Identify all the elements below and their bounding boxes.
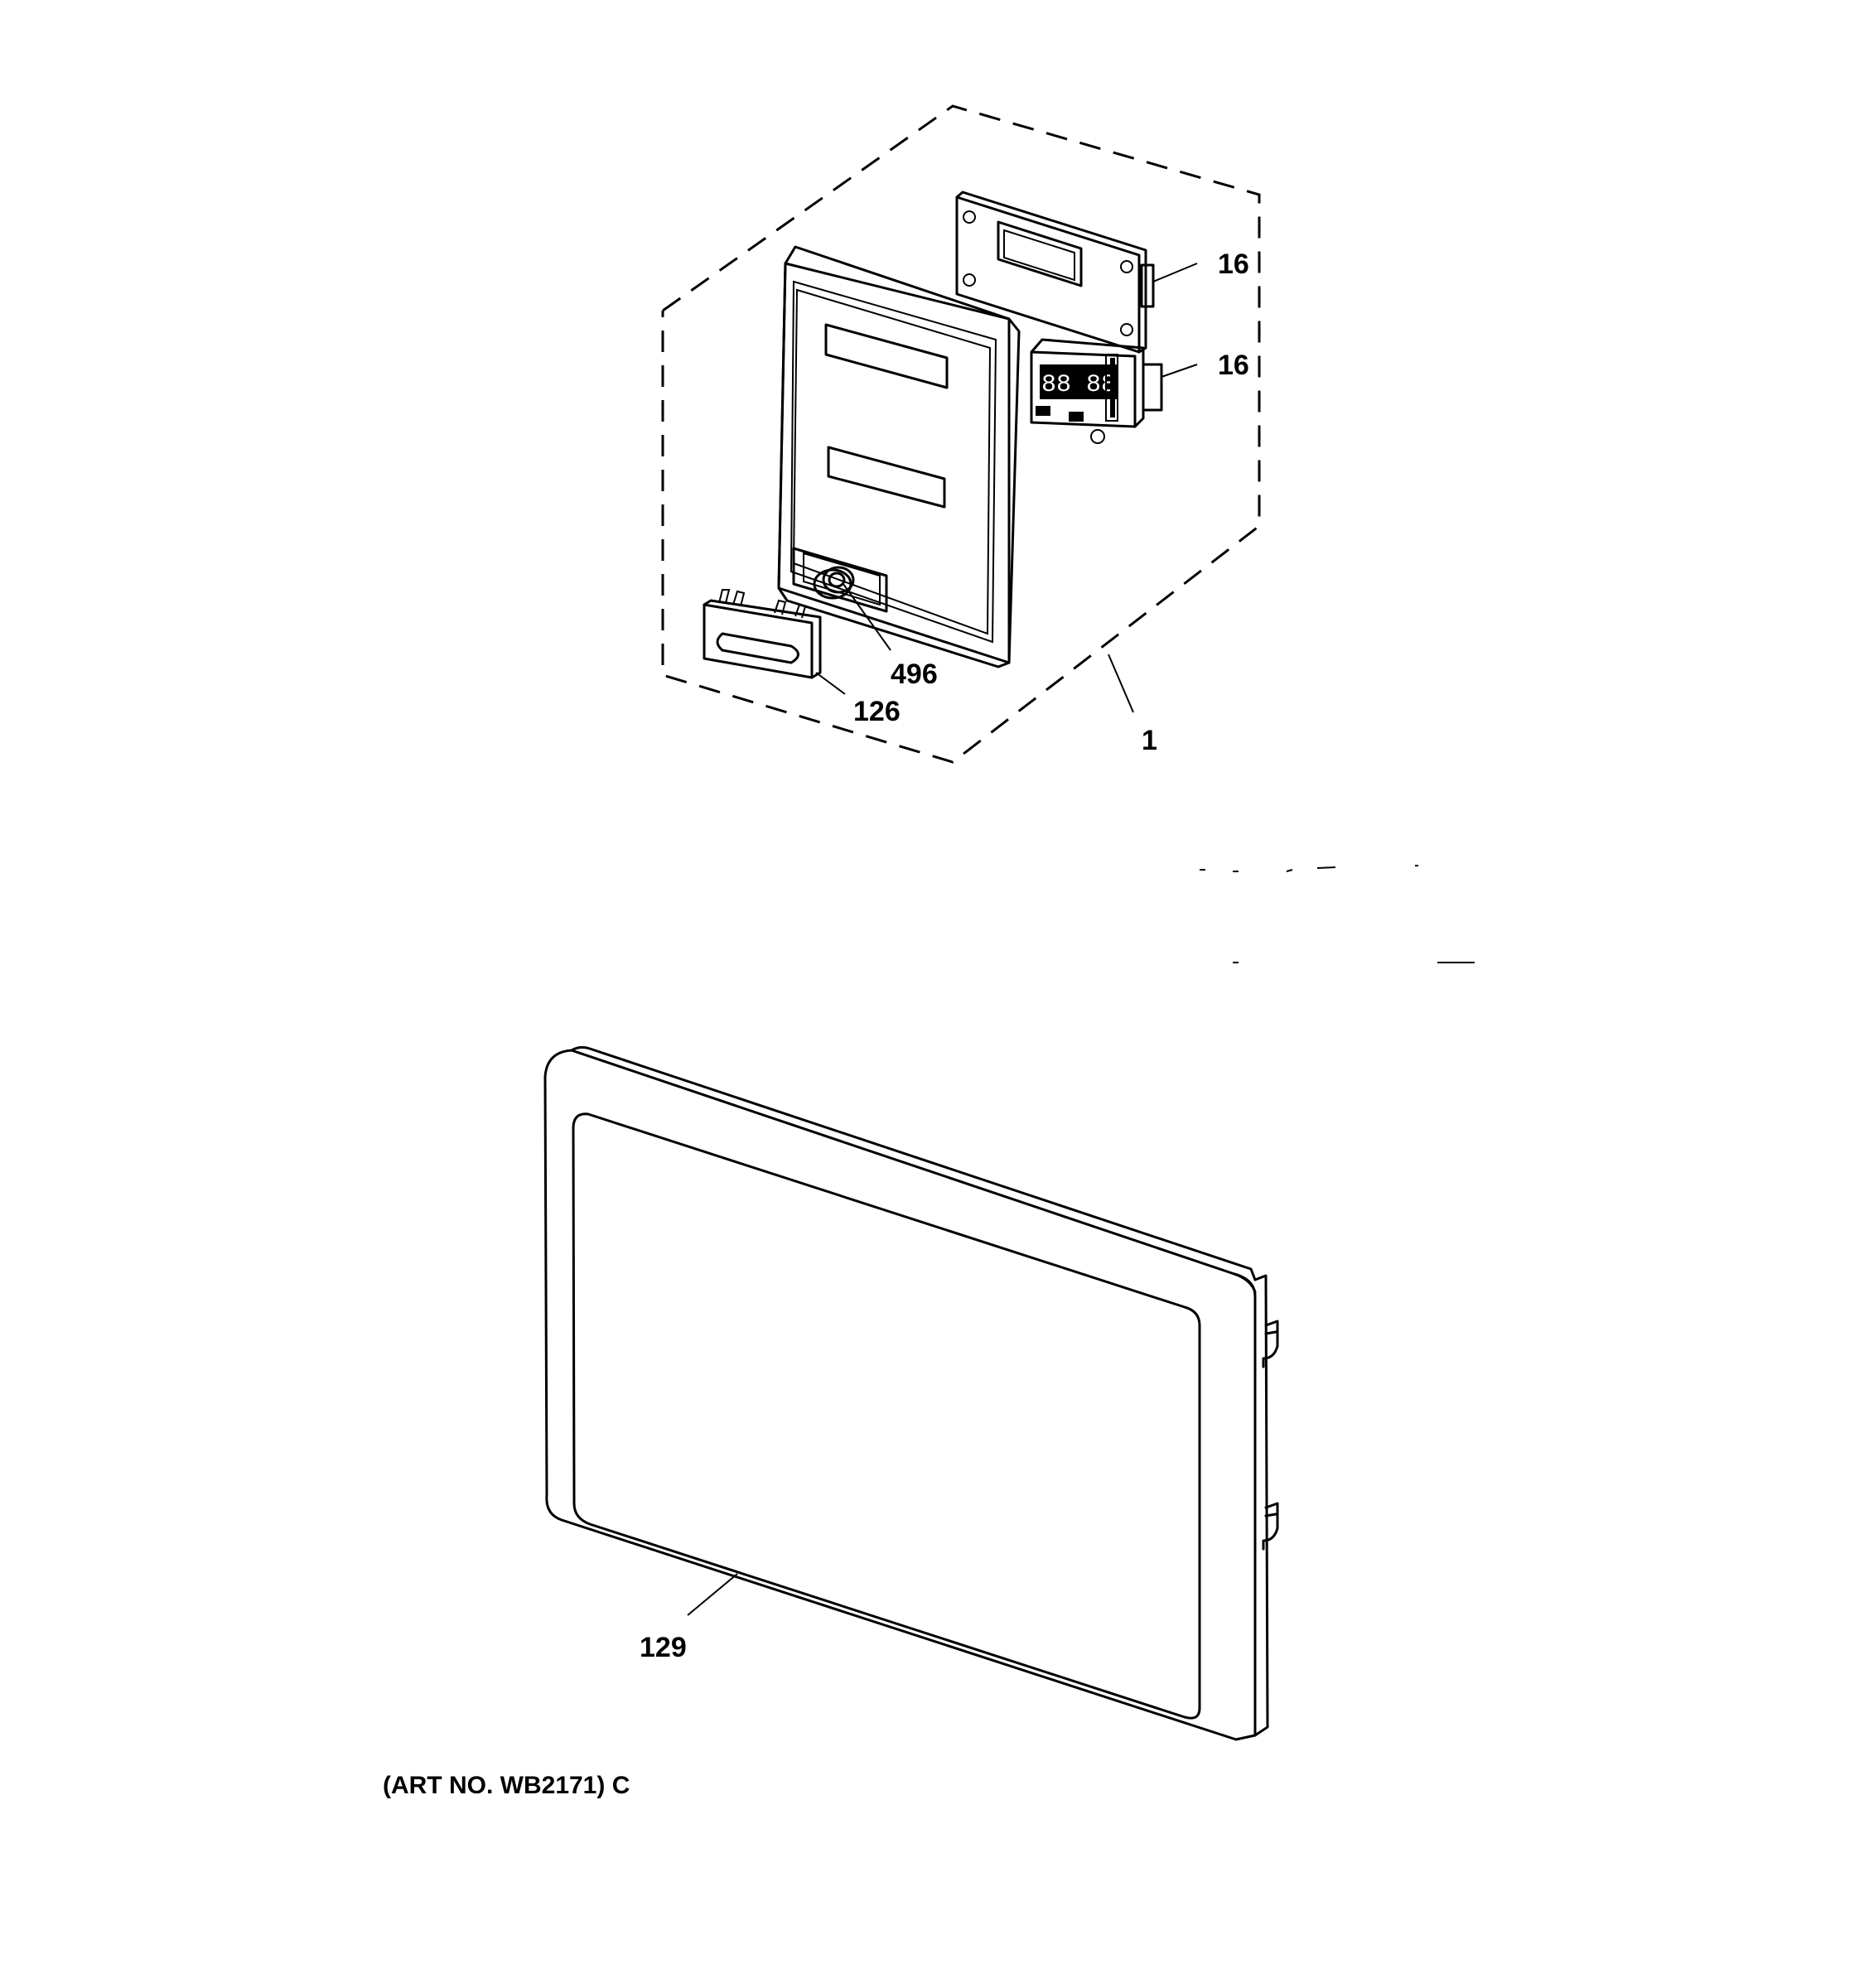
display-board: 88 88: [1030, 338, 1163, 444]
callout-assembly: 1: [1142, 725, 1157, 756]
control-handle: [703, 589, 822, 679]
leader-lines: [687, 263, 1198, 1616]
scan-marks: [1200, 865, 1475, 963]
rear-circuit-board: [955, 191, 1155, 354]
callout-door: 129: [640, 1632, 687, 1663]
art-number: (ART NO. WB2171) C: [383, 1772, 630, 1799]
door-assembly: [543, 1045, 1279, 1741]
assembly-boundary: [661, 104, 1261, 764]
callout-board-upper: 16: [1218, 248, 1249, 280]
callout-board-lower: 16: [1218, 350, 1249, 381]
callout-knob: 496: [891, 659, 938, 690]
display-readout: 88 88: [1041, 371, 1116, 399]
control-panel-faceplate: [777, 245, 1021, 668]
callout-handle: 126: [853, 696, 901, 727]
